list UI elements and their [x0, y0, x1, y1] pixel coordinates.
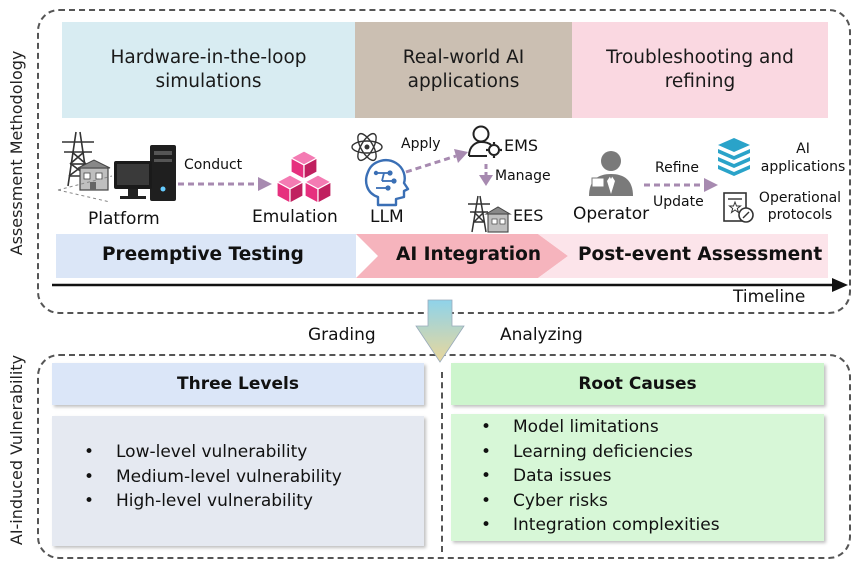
stage-post-event: Post-event Assessment — [578, 244, 823, 265]
apply-arrow — [405, 149, 468, 174]
stage-ai-integration: AI Integration — [396, 244, 542, 265]
ems-user-gear-icon — [468, 125, 502, 158]
analyzing-label: Analyzing — [500, 325, 583, 345]
certificate-icon — [723, 192, 754, 223]
atom-icon — [351, 132, 383, 162]
list-item: Integration complexities — [475, 513, 824, 538]
dashed-platform-lines — [57, 175, 113, 203]
timeline-label: Timeline — [733, 287, 806, 307]
side-label-methodology: Assessment Methodology — [7, 50, 26, 256]
emulation-cubes-icon — [275, 150, 333, 205]
grading-label: Grading — [308, 325, 376, 345]
update-label: Update — [653, 194, 704, 210]
phase-real-world-label: Real-world AI applications — [402, 47, 525, 92]
causes-list: Model limitations Learning deficiencies … — [475, 415, 824, 538]
down-arrow — [415, 299, 465, 363]
llm-head-icon — [364, 159, 410, 207]
phase-real-world: Real-world AI applications — [355, 22, 572, 118]
list-item: Model limitations — [475, 415, 824, 440]
computer-icon — [114, 145, 176, 201]
vertical-divider — [441, 372, 443, 552]
levels-list: Low-level vulnerability Medium-level vul… — [78, 440, 424, 514]
apply-label: Apply — [401, 136, 441, 152]
levels-header: Three Levels — [52, 363, 424, 405]
platform-label: Platform — [88, 209, 160, 229]
phase-hil-label: Hardware-in-the-loop simulations — [110, 47, 307, 92]
ees-tower-icon — [468, 195, 512, 233]
power-tower-icon — [62, 131, 94, 187]
ai-applications-label: AI applications — [760, 141, 846, 175]
manage-arrow — [479, 164, 493, 186]
layers-stack-icon — [718, 138, 750, 176]
phase-troubleshooting: Troubleshooting and refining — [572, 22, 828, 118]
refine-label: Refine — [655, 160, 700, 176]
manage-label: Manage — [495, 168, 551, 184]
list-item: Learning deficiencies — [475, 440, 824, 465]
conduct-label: Conduct — [184, 157, 243, 173]
list-item: Cyber risks — [475, 489, 824, 514]
causes-body: Model limitations Learning deficiencies … — [451, 414, 824, 541]
llm-label: LLM — [370, 207, 404, 227]
causes-title: Root Causes — [578, 374, 697, 394]
levels-body: Low-level vulnerability Medium-level vul… — [52, 416, 424, 546]
ems-label: EMS — [504, 136, 539, 155]
levels-title: Three Levels — [177, 374, 299, 394]
stage-band — [56, 234, 828, 278]
ees-label: EES — [513, 206, 544, 225]
list-item: High-level vulnerability — [78, 489, 424, 514]
conduct-arrow — [178, 177, 272, 191]
operator-label: Operator — [573, 204, 650, 224]
causes-header: Root Causes — [451, 363, 824, 405]
operator-icon — [589, 151, 633, 196]
side-label-vulnerability: AI-induced Vulnerability — [7, 354, 26, 546]
phase-troubleshooting-label: Troubleshooting and refining — [606, 47, 794, 92]
phase-hil: Hardware-in-the-loop simulations — [62, 22, 355, 118]
timeline-arrow — [52, 278, 848, 292]
emulation-label: Emulation — [252, 207, 338, 227]
list-item: Data issues — [475, 464, 824, 489]
operational-protocols-label: Operational protocols — [758, 190, 842, 223]
list-item: Low-level vulnerability — [78, 440, 424, 465]
stage-preemptive: Preemptive Testing — [102, 244, 304, 265]
building-icon — [77, 159, 111, 191]
list-item: Medium-level vulnerability — [78, 465, 424, 490]
refine-update-arrow — [644, 178, 718, 192]
